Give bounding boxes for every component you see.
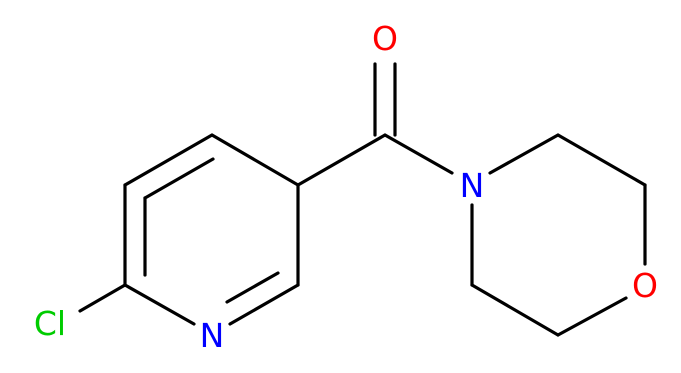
morpholine-oxygen-label: O <box>632 266 658 305</box>
bond-n-c6 <box>123 283 196 326</box>
bond-c4-n-inner <box>225 271 280 304</box>
bond-carbonyl-n <box>383 133 454 175</box>
carbonyl-oxygen-label: O <box>372 19 398 58</box>
bond-ca-cb <box>556 133 647 187</box>
bond-c6-cl <box>78 283 127 313</box>
bond-c3-carbonyl <box>296 133 387 187</box>
morpholine-nitrogen-label: N <box>460 166 485 205</box>
bond-cc-cd <box>470 283 560 337</box>
bond-n-ca <box>488 133 560 175</box>
bond-c1-c2 <box>123 133 214 187</box>
pyridine-nitrogen-label: N <box>200 316 225 355</box>
bond-c2-c3 <box>210 133 300 187</box>
bond-o-cc <box>556 296 628 337</box>
bond-c4-n <box>228 283 300 326</box>
chlorine-atom-label: Cl <box>34 304 66 343</box>
bond-c1-c2-inner <box>143 157 215 200</box>
